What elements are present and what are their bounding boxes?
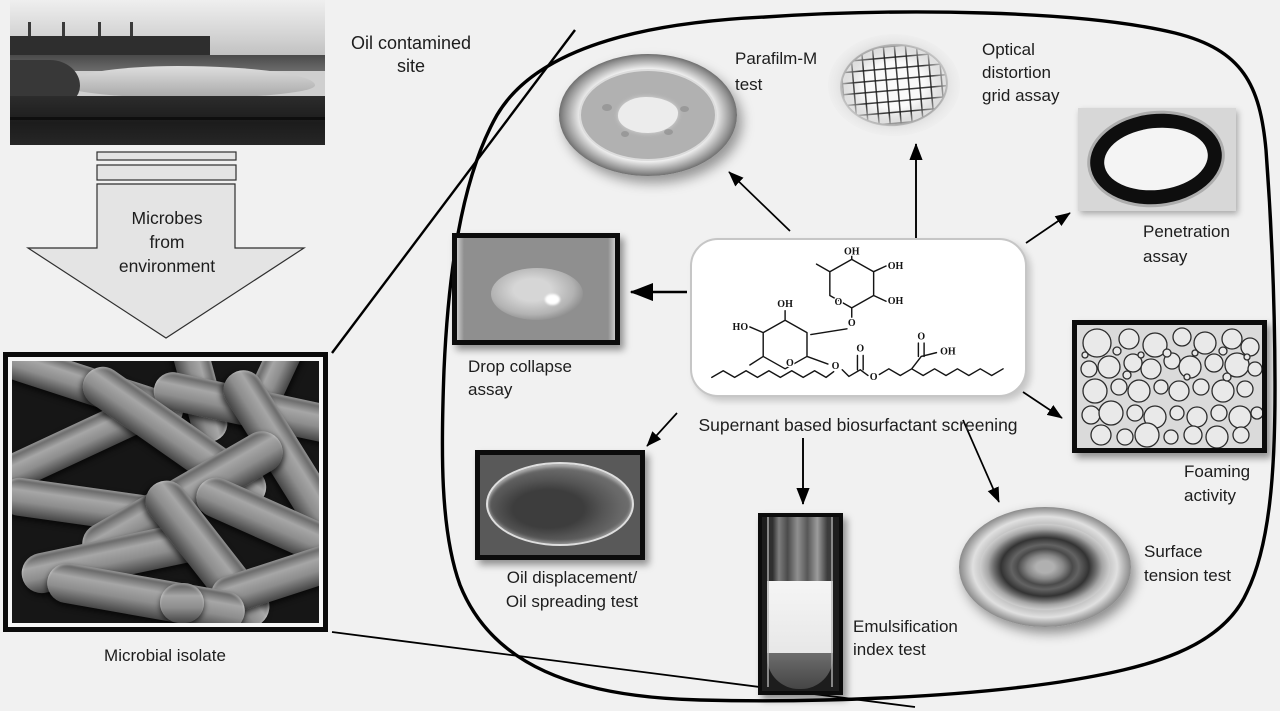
surface-tension-image <box>959 507 1131 627</box>
parafilm-dish-inner <box>578 68 718 162</box>
photo-pipe <box>10 117 325 120</box>
drop-collapse-droplet <box>491 268 583 320</box>
drop-collapse-assay-image <box>452 233 620 345</box>
microbial-isolate-label: Microbial isolate <box>104 646 226 665</box>
optical-grid-assay-image <box>828 34 960 136</box>
photo-rig-pole <box>130 22 133 36</box>
photo-ridge <box>10 55 325 71</box>
photo-water-pool <box>65 66 315 98</box>
penetration-assay-image <box>1078 107 1236 211</box>
optical-grid-fade <box>828 34 960 136</box>
penetration-ring <box>1085 107 1227 211</box>
oil-displacement-label: Oil displacement/ Oil spreading test <box>505 568 639 611</box>
svg-text:OH: OH <box>888 261 904 272</box>
sem-bacteria-image <box>12 361 319 623</box>
screening-caption: Supernant based biosurfactant screening <box>698 415 1018 435</box>
oil-site-photo <box>10 0 325 145</box>
svg-text:O: O <box>848 318 856 329</box>
microbial-isolate-photo <box>3 352 328 632</box>
tube-glass-top <box>769 517 831 583</box>
oil-displacement-dish <box>486 462 634 546</box>
microbes-arrow-label: Microbes from environment <box>118 208 216 276</box>
parafilm-blotch <box>618 97 678 133</box>
photo-foreground <box>10 96 325 145</box>
svg-text:O: O <box>917 331 925 342</box>
tube-bottom-liquid <box>767 653 833 689</box>
penetration-assay-label: Penetration assay <box>1143 222 1230 266</box>
svg-text:O: O <box>786 358 794 369</box>
svg-text:OH: OH <box>940 347 956 358</box>
foaming-activity-image <box>1072 320 1267 453</box>
svg-text:O: O <box>870 372 878 383</box>
svg-text:OH: OH <box>888 296 904 307</box>
photo-rig-platform <box>10 36 210 58</box>
drop-collapse-assay-label: Drop collapse assay <box>468 357 572 399</box>
emulsification-test-label: Emulsification index test <box>853 617 958 659</box>
emulsification-test-image <box>758 513 843 695</box>
photo-rig-pole <box>28 22 31 36</box>
oil-displacement-image <box>475 450 645 560</box>
svg-text:HO: HO <box>733 322 749 333</box>
oil-site-label: Oil contamined site <box>350 33 472 76</box>
foaming-activity-label: Foaming activity <box>1184 462 1251 505</box>
optical-grid-assay-label: Optical distortion grid assay <box>982 40 1060 105</box>
svg-text:OH: OH <box>777 299 793 310</box>
svg-text:O: O <box>856 344 864 355</box>
surface-tension-label: Surface tension test <box>1144 542 1231 585</box>
svg-text:OH: OH <box>844 247 860 258</box>
svg-text:O: O <box>832 361 840 372</box>
photo-rig-pole <box>98 22 101 36</box>
foam-bubbles <box>1077 325 1262 448</box>
parafilm-test-label: Parafilm-M test <box>735 49 818 94</box>
surface-tension-rings <box>979 523 1111 611</box>
photo-rig-pole <box>62 22 65 36</box>
tube-emulsion-band <box>767 581 833 655</box>
parafilm-test-image <box>559 54 737 176</box>
svg-text:O: O <box>835 297 843 308</box>
